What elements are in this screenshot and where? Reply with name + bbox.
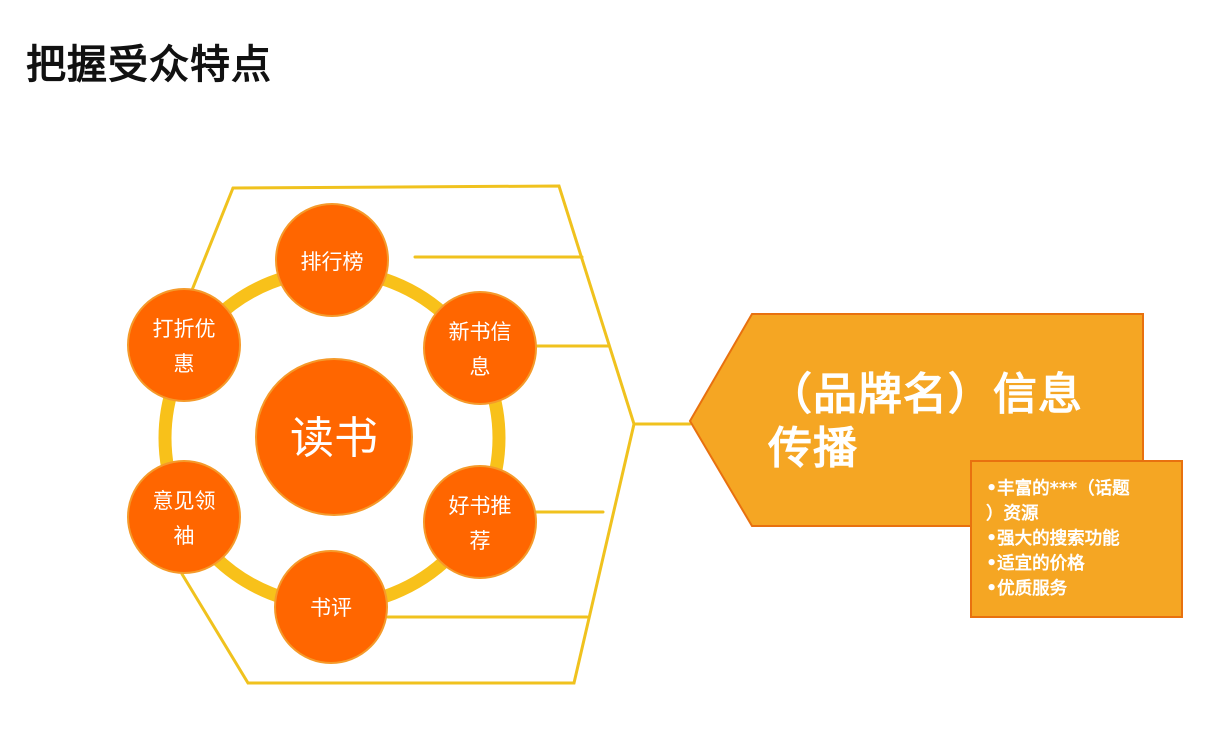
node-label-line2: 袖 — [174, 524, 195, 548]
node-label-line2: 惠 — [174, 352, 195, 376]
node-label: 打折优 — [153, 317, 216, 341]
node-lower-left: 意见领 袖 — [127, 460, 241, 574]
page-title: 把握受众特点 — [26, 42, 272, 88]
node-label: 书评 — [310, 596, 352, 620]
node-upper-left: 打折优 惠 — [127, 288, 241, 402]
center-node: 读书 — [255, 358, 413, 516]
bracket-outline — [180, 184, 636, 685]
node-label: 排行榜 — [301, 250, 364, 274]
hexagon-bracket — [180, 184, 692, 685]
node-upper-right: 新书信 息 — [423, 291, 537, 405]
node-label: 意见领 — [153, 489, 216, 513]
callout-main-text: （品牌名）信息 传播 — [768, 369, 1083, 474]
callout-sub-text: •丰富的***（话题 ）资源 •强大的搜索功能 •适宜的价格 •优质服务 — [986, 479, 1130, 599]
node-label: 新书信 — [449, 320, 512, 344]
node-label: 好书推 — [449, 494, 512, 518]
node-label-line2: 息 — [470, 355, 491, 379]
center-label: 读书 — [290, 413, 378, 464]
node-bottom: 书评 — [274, 550, 388, 664]
callout-sub-box — [970, 460, 1183, 618]
node-top: 排行榜 — [275, 203, 389, 317]
node-lower-right: 好书推 荐 — [423, 465, 537, 579]
node-label-line2: 荐 — [470, 529, 491, 553]
